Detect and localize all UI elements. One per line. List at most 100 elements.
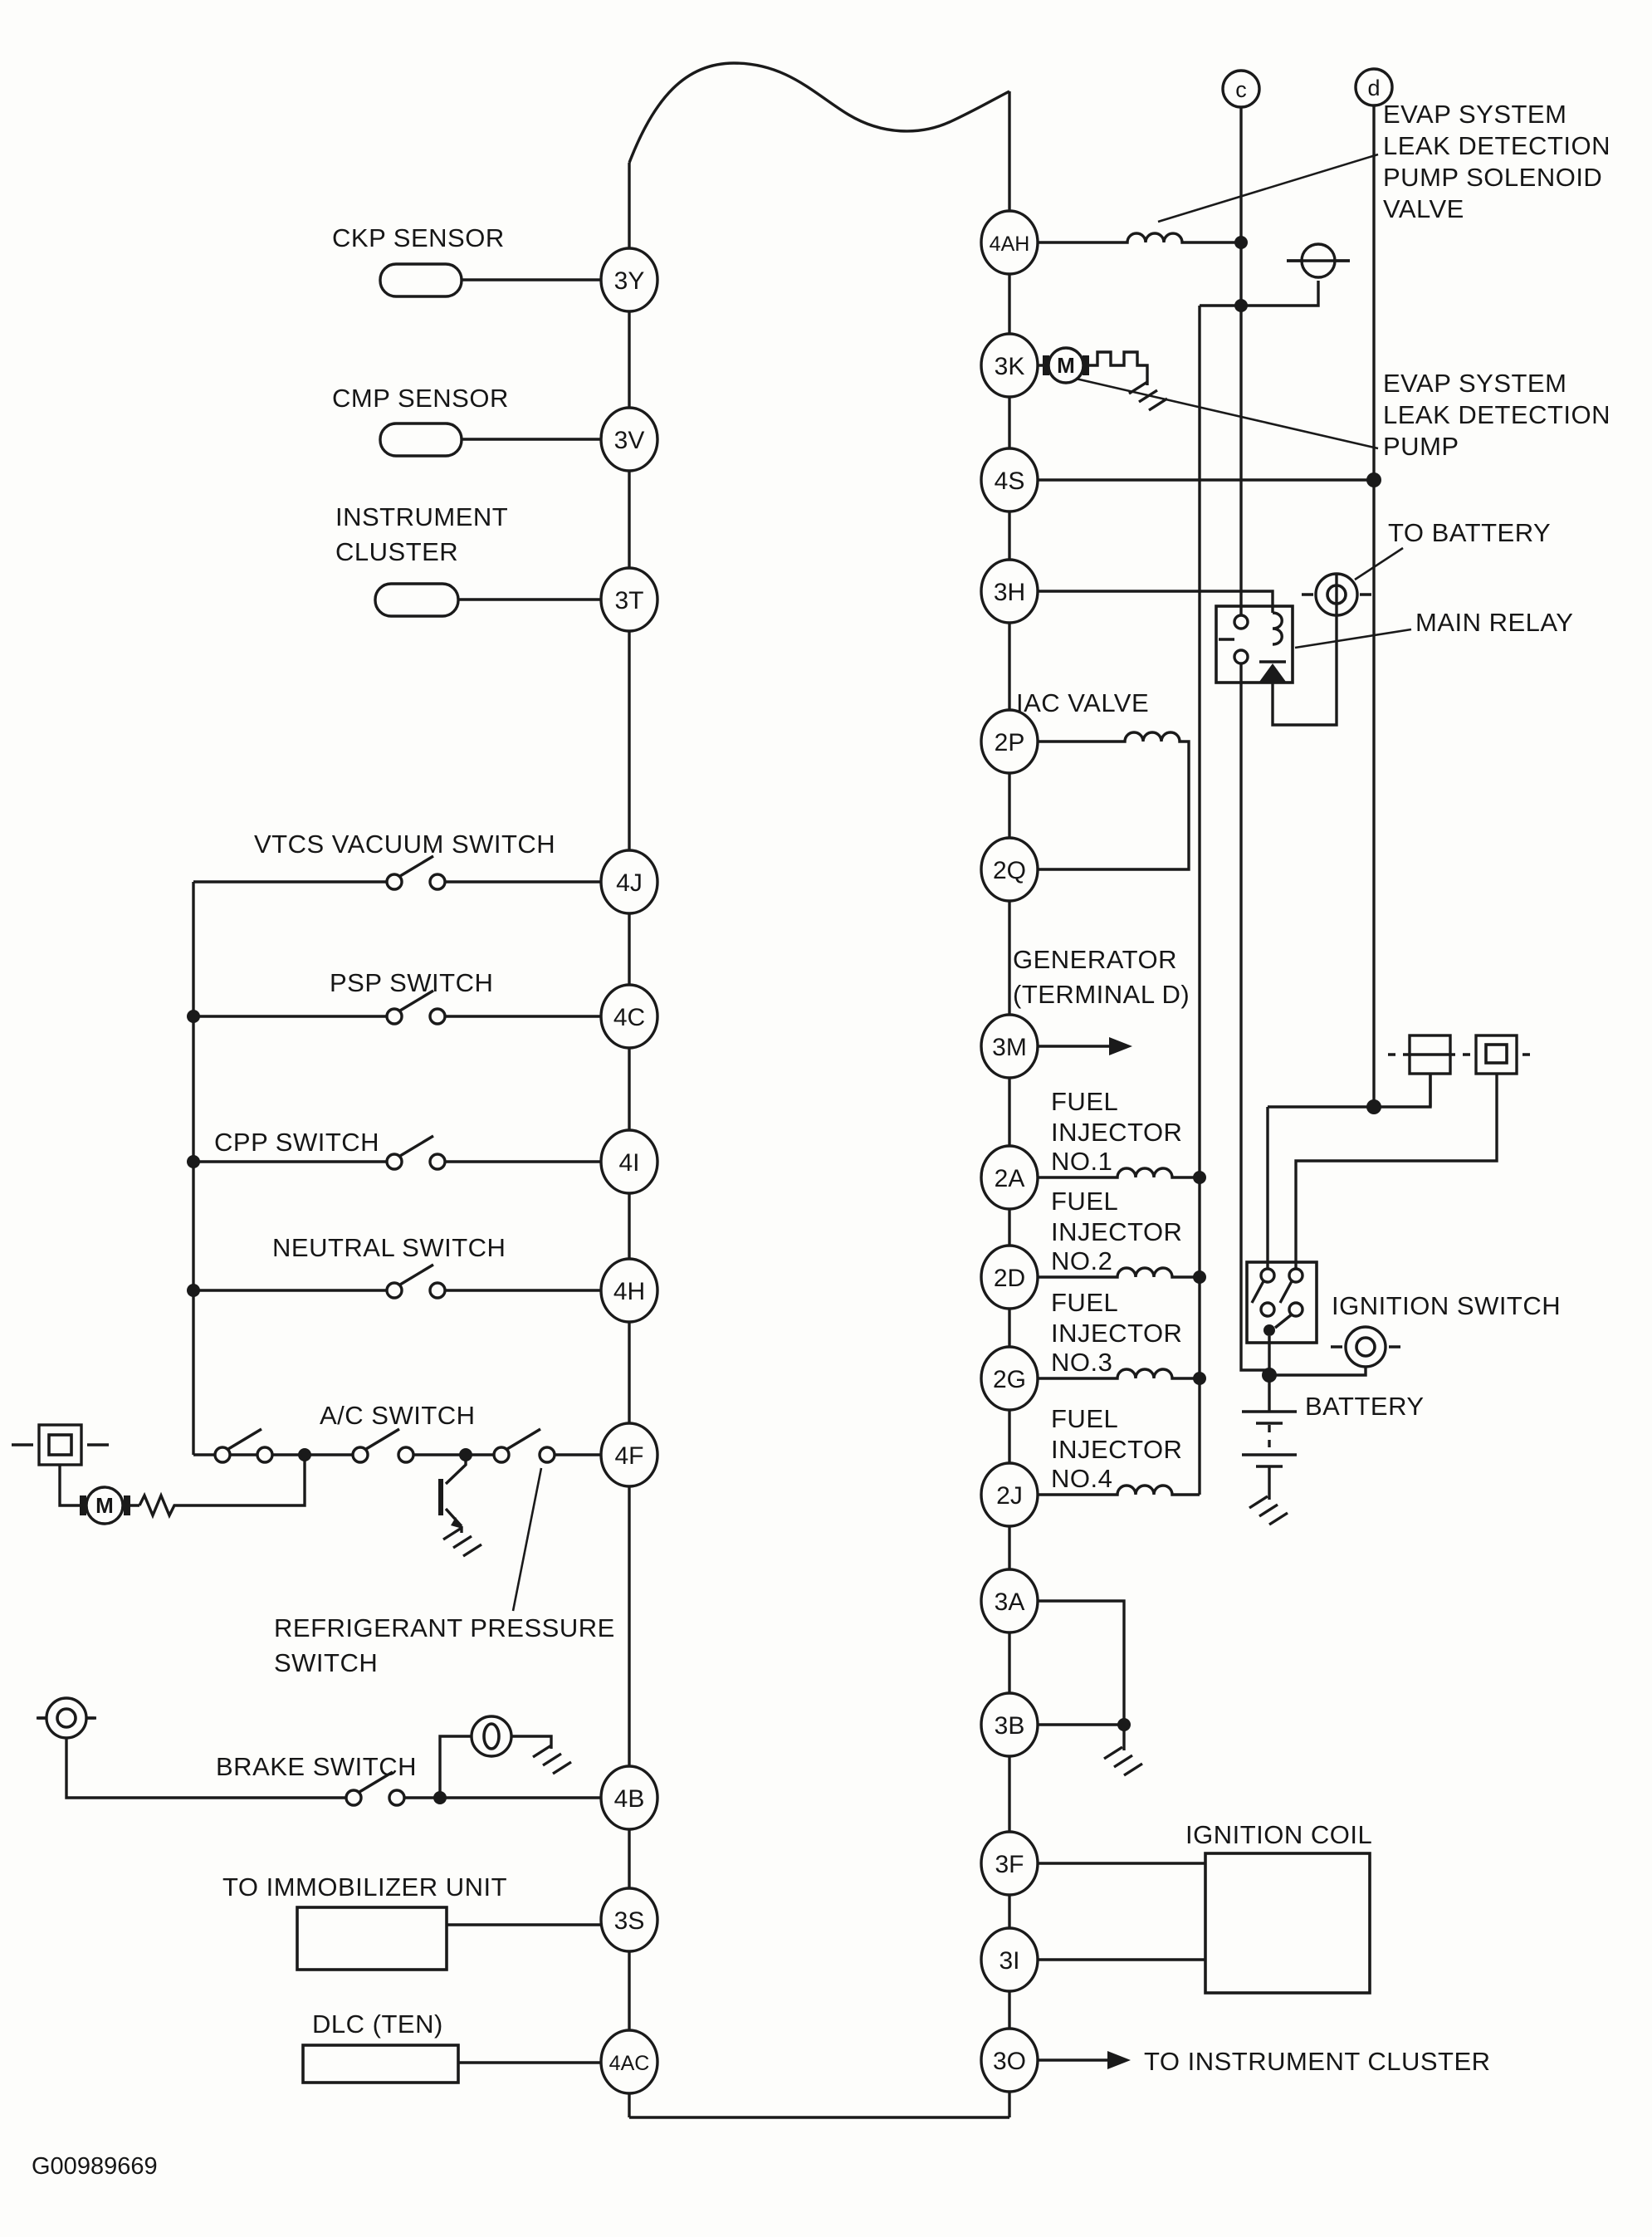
- vtcs-switch-icon: [385, 854, 447, 891]
- dlc-box-icon: [301, 2044, 460, 2084]
- wire-3a3b: [1038, 1599, 1126, 1750]
- label-cluster: CLUSTER: [335, 537, 458, 566]
- wire-fuse2-feed: [1294, 1074, 1498, 1269]
- svg-text:3M: 3M: [992, 1034, 1027, 1061]
- label-inj1-l1: FUEL: [1051, 1087, 1118, 1116]
- svg-text:3T: 3T: [614, 587, 643, 614]
- svg-text:2D: 2D: [994, 1265, 1025, 1292]
- label-inj1-l3: NO.1: [1051, 1147, 1112, 1176]
- pin-4ah: 4AH: [980, 209, 1039, 276]
- ac-connector-icon: [37, 1423, 83, 1466]
- label-evap-pump-2: LEAK DETECTION: [1383, 400, 1610, 429]
- dot-4s: [1366, 472, 1381, 487]
- leader-to-battery: [1354, 546, 1404, 581]
- pin-4f: 4F: [599, 1422, 659, 1488]
- pin-2j: 2J: [980, 1461, 1039, 1528]
- dot-battery-junction: [1262, 1368, 1277, 1383]
- pin-3s: 3S: [599, 1887, 659, 1953]
- dot-4ah: [1234, 236, 1248, 249]
- ground-icon-bulb: [532, 1744, 572, 1775]
- ground-icon-transistor: [442, 1526, 482, 1558]
- fuse2-icon: [1474, 1034, 1518, 1075]
- transistor-bar: [438, 1479, 443, 1515]
- svg-text:3S: 3S: [614, 1907, 645, 1935]
- pin-3b: 3B: [980, 1691, 1039, 1758]
- label-ignition-coil: IGNITION COIL: [1185, 1820, 1372, 1849]
- blower-motor-label: M: [95, 1493, 114, 1518]
- ac-fan-switch-icon: [213, 1427, 274, 1464]
- junction-dots: [187, 236, 1381, 1804]
- brake-switch-icon: [345, 1770, 406, 1807]
- dot-brake: [433, 1791, 447, 1804]
- wire-inj2: [1038, 1266, 1200, 1279]
- leader-refrigerant: [511, 1467, 543, 1612]
- wire-brake-bulb: [438, 1735, 553, 1798]
- connector-c: c: [1221, 69, 1261, 109]
- label-immobilizer: TO IMMOBILIZER UNIT: [222, 1872, 507, 1902]
- wire-inj3: [1038, 1368, 1200, 1380]
- svg-text:4I: 4I: [618, 1149, 639, 1177]
- pin-4j: 4J: [599, 849, 659, 915]
- pin-3v: 3V: [599, 406, 659, 472]
- label-neutral: NEUTRAL SWITCH: [272, 1233, 506, 1262]
- label-evap-valve-4: VALVE: [1383, 194, 1464, 223]
- pin-4c: 4C: [599, 983, 659, 1050]
- cluster-connector-icon: [374, 582, 460, 618]
- dot-ignition-pole: [1263, 1324, 1275, 1336]
- wire-ac-motor-branch: [58, 1455, 306, 1520]
- label-to-instrument-cluster: TO INSTRUMENT CLUSTER: [1144, 2047, 1491, 2076]
- svg-text:4AH: 4AH: [990, 233, 1030, 256]
- label-inj3-l1: FUEL: [1051, 1288, 1118, 1317]
- label-evap-pump-1: EVAP SYSTEM: [1383, 369, 1566, 398]
- label-inj3-l3: NO.3: [1051, 1348, 1112, 1377]
- label-refrigerant-2: SWITCH: [274, 1648, 378, 1677]
- pin-4s: 4S: [980, 447, 1039, 513]
- dot-inj2: [1193, 1270, 1206, 1284]
- leader-main-relay: [1294, 628, 1412, 649]
- label-instrument: INSTRUMENT: [335, 502, 508, 531]
- wire-3h-row: [1038, 590, 1274, 613]
- label-cmp-sensor: CMP SENSOR: [332, 384, 509, 413]
- evap-pump-motor-icon: M: [1043, 346, 1089, 384]
- wire-iac-loop: [1038, 731, 1190, 871]
- label-generator-2: (TERMINAL D): [1013, 980, 1190, 1009]
- pin-4i: 4I: [599, 1128, 659, 1195]
- dot-inj1: [1193, 1171, 1206, 1184]
- pin-3y: 3Y: [599, 247, 659, 313]
- ac-switch-icon: [351, 1427, 415, 1464]
- svg-text:3Y: 3Y: [614, 267, 645, 295]
- pin-3f: 3F: [980, 1830, 1039, 1897]
- wire-battery-eyelet: [1269, 1345, 1400, 1377]
- transistor-emitter-arrow: [451, 1517, 462, 1529]
- ground-icon-battery: [1249, 1495, 1288, 1526]
- brake-bulb-icon: [470, 1715, 513, 1758]
- leader-evap-valve: [1157, 153, 1379, 223]
- labels: CKP SENSOR CMP SENSOR INSTRUMENT CLUSTER…: [32, 100, 1610, 2180]
- svg-text:3B: 3B: [995, 1712, 1025, 1740]
- pin-3o: 3O: [980, 2027, 1039, 2093]
- pin-4ac: 4AC: [599, 2029, 659, 2095]
- leader-lines: [511, 153, 1412, 1612]
- svg-text:2G: 2G: [993, 1366, 1026, 1393]
- wire-inj4: [1038, 1484, 1200, 1496]
- wire-d-to-ignition: [1268, 1074, 1432, 1109]
- svg-text:3K: 3K: [995, 353, 1025, 380]
- dot-psp: [187, 1010, 200, 1023]
- label-inj2-l3: NO.2: [1051, 1246, 1112, 1275]
- label-inj4-l2: INJECTOR: [1051, 1435, 1182, 1464]
- ground-icon-3b: [1103, 1745, 1143, 1777]
- battery-terminal-icon-ignition: [1344, 1325, 1387, 1368]
- svg-text:3F: 3F: [995, 1851, 1024, 1878]
- dot-inj3: [1193, 1372, 1206, 1385]
- wire-battery-plates: [1242, 1410, 1297, 1500]
- label-inj2-l2: INJECTOR: [1051, 1217, 1182, 1246]
- svg-text:2J: 2J: [996, 1482, 1023, 1510]
- main-relay-icon: [1215, 605, 1294, 684]
- pin-2q: 2Q: [980, 836, 1039, 903]
- battery-terminal-icon-brake: [37, 1696, 96, 1740]
- wire-relay-coil: [1271, 611, 1338, 727]
- label-evap-valve-2: LEAK DETECTION: [1383, 131, 1610, 160]
- label-main-relay: MAIN RELAY: [1415, 608, 1573, 637]
- blower-motor-icon: M: [80, 1486, 130, 1525]
